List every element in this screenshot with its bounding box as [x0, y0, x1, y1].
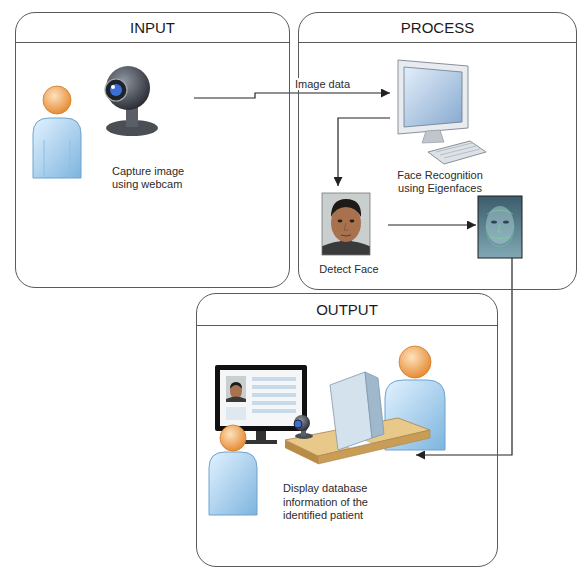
patient-monitor-part — [252, 409, 296, 413]
face-photo — [318, 193, 374, 256]
computer-icon-part — [422, 130, 444, 143]
computer-icon-part — [428, 141, 486, 164]
output-panel: OUTPUT Display database information of th… — [196, 293, 498, 567]
webcam-node: Capture image using webcam — [92, 62, 194, 195]
computer-icon — [398, 60, 486, 164]
computer-node: Face Recognition using Eigenfaces — [390, 55, 490, 198]
face-photo-part — [322, 193, 370, 255]
flow-arrow — [194, 93, 390, 98]
patient-person-part — [209, 452, 257, 515]
desktop-monitor-part — [365, 372, 384, 438]
computer-icon-part — [436, 143, 480, 158]
face-photo-part — [344, 223, 348, 230]
patient-monitor-part — [252, 385, 296, 389]
eigenface-image-part — [503, 220, 509, 223]
patient-monitor-part — [256, 431, 266, 441]
desktop-monitor-part — [330, 372, 372, 450]
desk-part — [285, 440, 318, 464]
eigenface-image — [478, 196, 522, 258]
face-photo-part — [350, 220, 355, 223]
panel-title: INPUT — [130, 19, 175, 36]
detect-face-node: Detect Face — [310, 186, 388, 280]
output-scene-node: Display database information of the iden… — [205, 335, 490, 530]
edge-label: Image data — [293, 78, 352, 90]
face-photo-part — [331, 199, 361, 217]
panel-header: INPUT — [16, 13, 289, 43]
panel-title: PROCESS — [401, 19, 474, 36]
flow-arrow — [338, 118, 390, 186]
eigenface-image-part — [486, 225, 514, 247]
face-photo-part — [322, 241, 370, 255]
eigenface-image-part — [491, 220, 497, 223]
person-icon — [33, 86, 81, 178]
caption: Capture image using webcam — [112, 165, 192, 191]
eigenface-image-part — [486, 206, 514, 244]
patient-monitor-part — [252, 401, 296, 405]
panel-title: OUTPUT — [316, 301, 378, 318]
desk-webcam-part — [294, 415, 310, 431]
computer-icon-part — [398, 60, 468, 134]
input-panel: INPUT Capture image using webcam — [15, 12, 290, 288]
face-photo-part — [341, 235, 351, 236]
person-icon-part — [43, 86, 71, 114]
caption: Detect Face — [311, 263, 387, 276]
webcam-icon — [105, 66, 158, 136]
process-panel: PROCESS Face Recognition using Eigenfaces… — [298, 12, 577, 290]
patient-monitor-part — [245, 440, 277, 444]
patient-monitor-part — [226, 407, 246, 420]
patient-monitor-part — [252, 377, 296, 381]
patient-person-part — [220, 425, 246, 451]
patient-person — [209, 425, 257, 515]
eigenface-image-part — [487, 210, 513, 239]
panel-header: PROCESS — [299, 13, 576, 43]
desktop-monitor — [330, 372, 384, 450]
webcam-icon-part — [106, 66, 150, 110]
flow-arrow — [388, 224, 476, 225]
face-photo-part — [338, 220, 343, 223]
webcam-icon-part — [110, 84, 122, 96]
patient-monitor-part — [220, 370, 302, 426]
patient-monitor-part — [252, 393, 296, 397]
patient-monitor-part — [230, 382, 242, 389]
desk-webcam-part — [294, 420, 302, 428]
webcam-icon-part — [105, 79, 127, 101]
patient-monitor-part — [215, 365, 307, 431]
computer-icon-part — [404, 67, 462, 127]
person-icon-part — [44, 140, 70, 178]
patient-monitor-part — [226, 397, 246, 403]
webcam-icon-part — [111, 85, 115, 89]
patient-monitor-part — [226, 376, 246, 402]
panel-header: OUTPUT — [197, 294, 497, 326]
doctor-person-part — [399, 346, 431, 378]
person-icon-part — [33, 118, 81, 178]
caption: Face Recognition using Eigenfaces — [391, 169, 489, 195]
desk-webcam — [294, 415, 313, 439]
face-photo-part — [322, 193, 370, 255]
eigenface-image-part — [478, 196, 522, 258]
caption: Display database information of the iden… — [283, 482, 398, 522]
